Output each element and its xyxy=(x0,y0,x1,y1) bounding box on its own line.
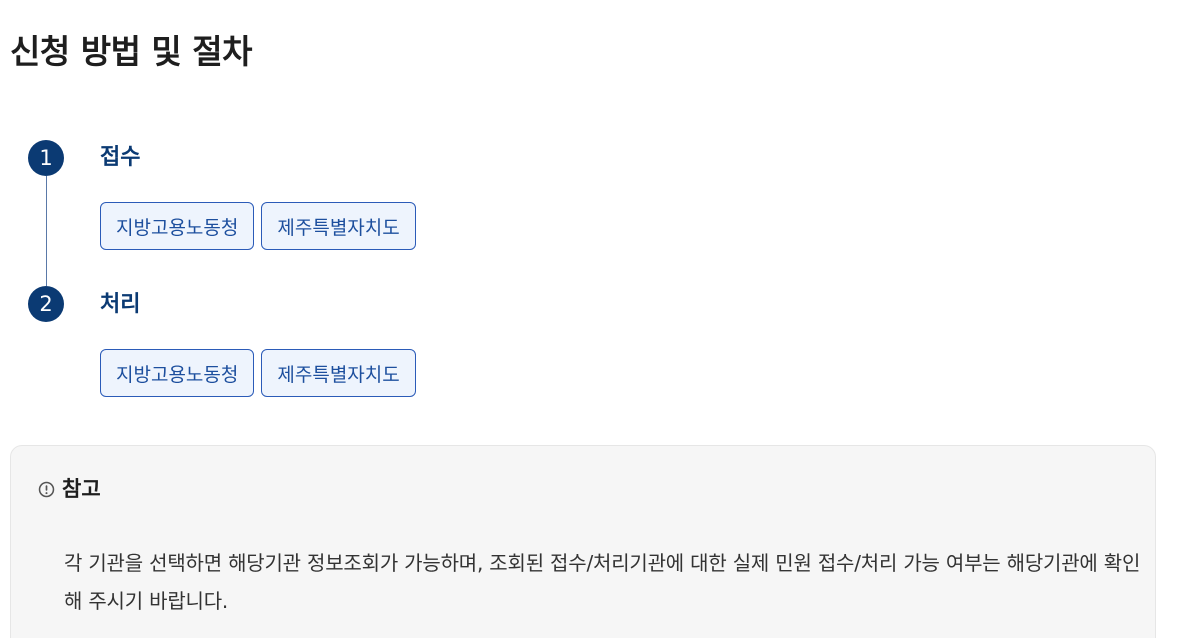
step-1-title: 접수 xyxy=(100,145,141,170)
note-header: 참고 xyxy=(38,476,101,502)
step-2-number-badge: 2 xyxy=(28,286,64,322)
org-chip-regional-labor-office[interactable]: 지방고용노동청 xyxy=(100,202,255,250)
step-1-number-badge: 1 xyxy=(28,140,64,176)
timeline-connector xyxy=(46,176,47,286)
procedure-steps: 1 접수 지방고용노동청 제주특별자치도 2 처리 지방고용노동청 제주특별자치… xyxy=(28,140,416,397)
step-2-title: 처리 xyxy=(100,292,141,317)
exclamation-circle-icon xyxy=(38,481,55,497)
step-2-org-list: 지방고용노동청 제주특별자치도 xyxy=(100,349,416,397)
note-title: 참고 xyxy=(62,477,101,501)
org-chip-jeju-province[interactable]: 제주특별자치도 xyxy=(261,349,416,397)
note-text: 각 기관을 선택하면 해당기관 정보조회가 가능하며, 조회된 접수/처리기관에… xyxy=(64,551,1141,613)
org-chip-jeju-province[interactable]: 제주특별자치도 xyxy=(261,202,416,250)
step-1-org-list: 지방고용노동청 제주특별자치도 xyxy=(100,202,416,250)
org-chip-regional-labor-office[interactable]: 지방고용노동청 xyxy=(100,349,255,397)
reference-note-box: 참고 각 기관을 선택하면 해당기관 정보조회가 가능하며, 조회된 접수/처리… xyxy=(10,445,1156,638)
page-title: 신청 방법 및 절차 xyxy=(10,32,253,71)
